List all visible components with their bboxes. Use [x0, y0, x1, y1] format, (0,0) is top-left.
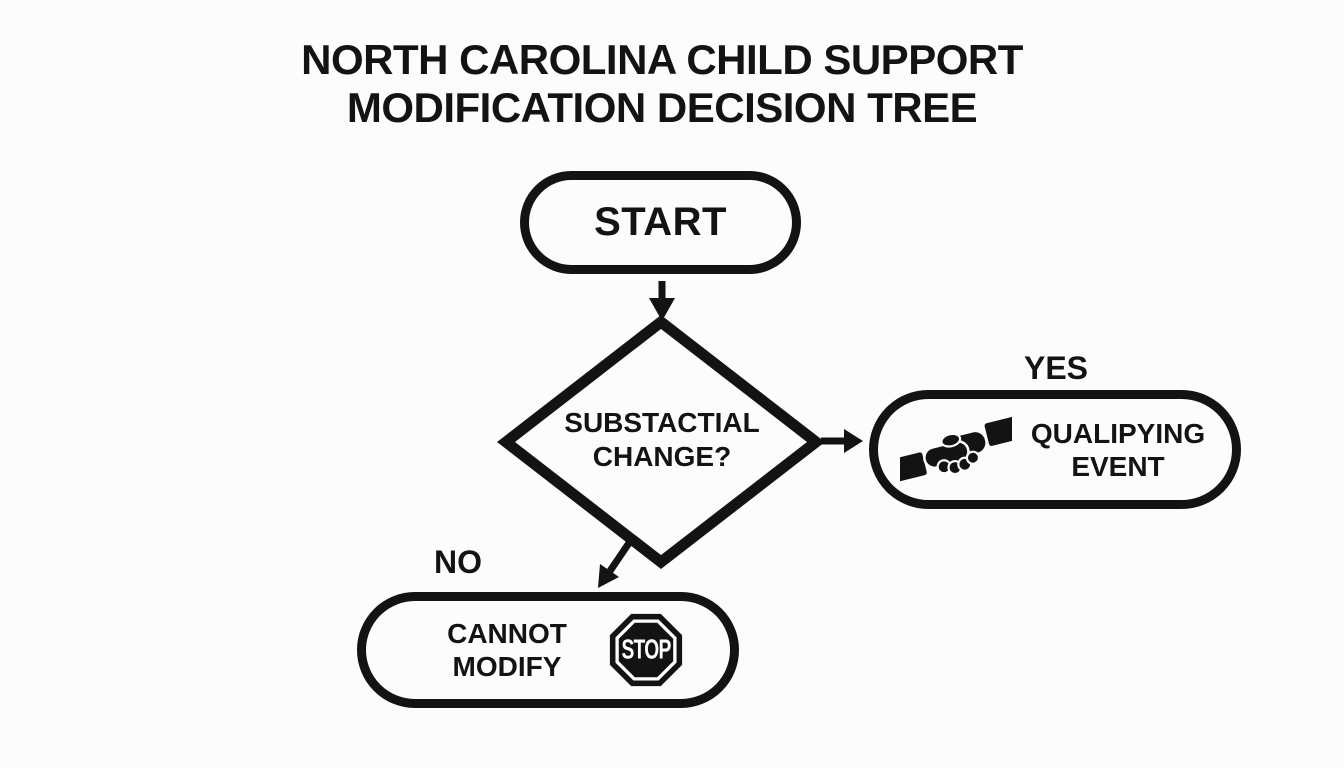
- page-title-line1: NORTH CAROLINA CHILD SUPPORT: [301, 36, 1023, 83]
- arrow-start-to-decision: [649, 281, 675, 321]
- decision-diamond-shape: [497, 315, 825, 569]
- stop-sign-inner-ring: [615, 619, 677, 681]
- start-node: START: [520, 171, 801, 274]
- page-title-line2: MODIFICATION DECISION TREE: [346, 84, 978, 131]
- yes-branch-label: YES: [1023, 350, 1089, 386]
- arrow-decision-to-qualifying-event: [821, 429, 863, 453]
- no-branch-label: NO: [434, 544, 482, 580]
- stop-sign-octagon: [609, 613, 683, 687]
- stop-sign-icon: STOP: [609, 613, 683, 687]
- page-title: NORTH CAROLINA CHILD SUPPORT MODIFICATIO…: [20, 36, 1304, 132]
- qualifying-event-label: QUALIPYING EVENT: [1030, 417, 1206, 482]
- start-node-label: START: [594, 200, 727, 244]
- arrow-decision-to-cannot-modify: [598, 541, 632, 588]
- decision-node-label: SUBSTACTIAL CHANGE?: [564, 406, 760, 472]
- cannot-modify-label: CANNOT MODIFY: [447, 618, 567, 682]
- qualifying-event-node: QUALIPYING EVENT: [869, 390, 1241, 509]
- cannot-modify-node: CANNOT MODIFY STOP: [357, 592, 739, 708]
- stop-sign-text: STOP: [621, 634, 671, 665]
- handshake-icon: [900, 416, 1012, 482]
